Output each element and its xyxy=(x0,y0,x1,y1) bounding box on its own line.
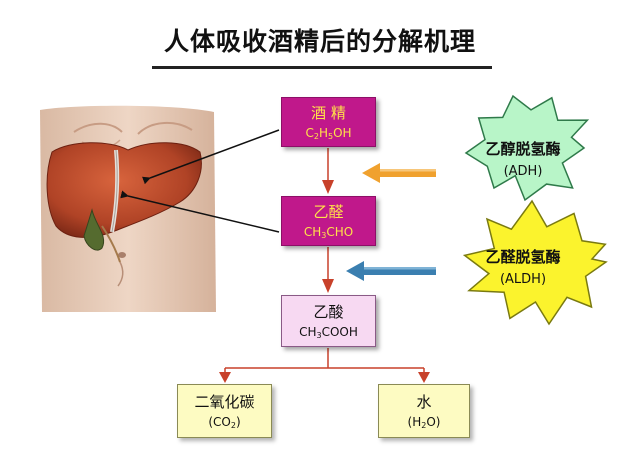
acetaldehyde-name: 乙醛 xyxy=(313,203,344,221)
flow-arrow-acetaldehyde-to-acetic xyxy=(322,247,334,293)
acetaldehyde-formula: CH3CHO xyxy=(303,225,354,240)
flow-arrow-ethanol-to-acetaldehyde xyxy=(322,148,334,194)
water-formula: (H2O) xyxy=(407,415,441,430)
acetic-acid-formula: CH3COOH xyxy=(299,325,358,340)
co2-formula: (CO2) xyxy=(208,415,241,430)
adh-name: 乙醇脱氢酶 xyxy=(485,140,561,158)
aldh-star-shape xyxy=(462,199,608,326)
aldh-label: 乙醛脱氢酶 (ALDH) xyxy=(448,248,598,289)
acetic-acid-box: 乙酸 CH3COOH xyxy=(281,295,376,347)
branch-connector xyxy=(219,348,430,383)
adh-abbr: (ADH) xyxy=(503,164,543,179)
acetaldehyde-box: 乙醛 CH3CHO xyxy=(281,196,376,246)
aldh-abbr: (ALDH) xyxy=(499,272,547,287)
liver-torso-illustration xyxy=(32,105,218,318)
ethanol-name: 酒 精 xyxy=(311,104,346,122)
co2-name: 二氧化碳 xyxy=(194,393,255,411)
ethanol-formula: C2H5OH xyxy=(305,126,352,141)
pointer-line-ethanol xyxy=(142,129,280,185)
water-name: 水 xyxy=(416,393,432,411)
ethanol-box: 酒 精 C2H5OH xyxy=(281,97,376,147)
adh-star-shape xyxy=(464,94,590,202)
acetic-acid-name: 乙酸 xyxy=(313,303,344,321)
pointer-line-acetaldehyde xyxy=(120,190,280,233)
aldh-arrow xyxy=(346,261,436,281)
adh-label: 乙醇脱氢酶 (ADH) xyxy=(448,140,598,181)
co2-box: 二氧化碳 (CO2) xyxy=(177,384,272,438)
adh-arrow xyxy=(362,163,436,183)
water-box: 水 (H2O) xyxy=(378,384,470,438)
title-underline xyxy=(152,66,492,69)
page-title: 人体吸收酒精后的分解机理 xyxy=(163,27,476,56)
aldh-name: 乙醛脱氢酶 xyxy=(485,248,561,266)
